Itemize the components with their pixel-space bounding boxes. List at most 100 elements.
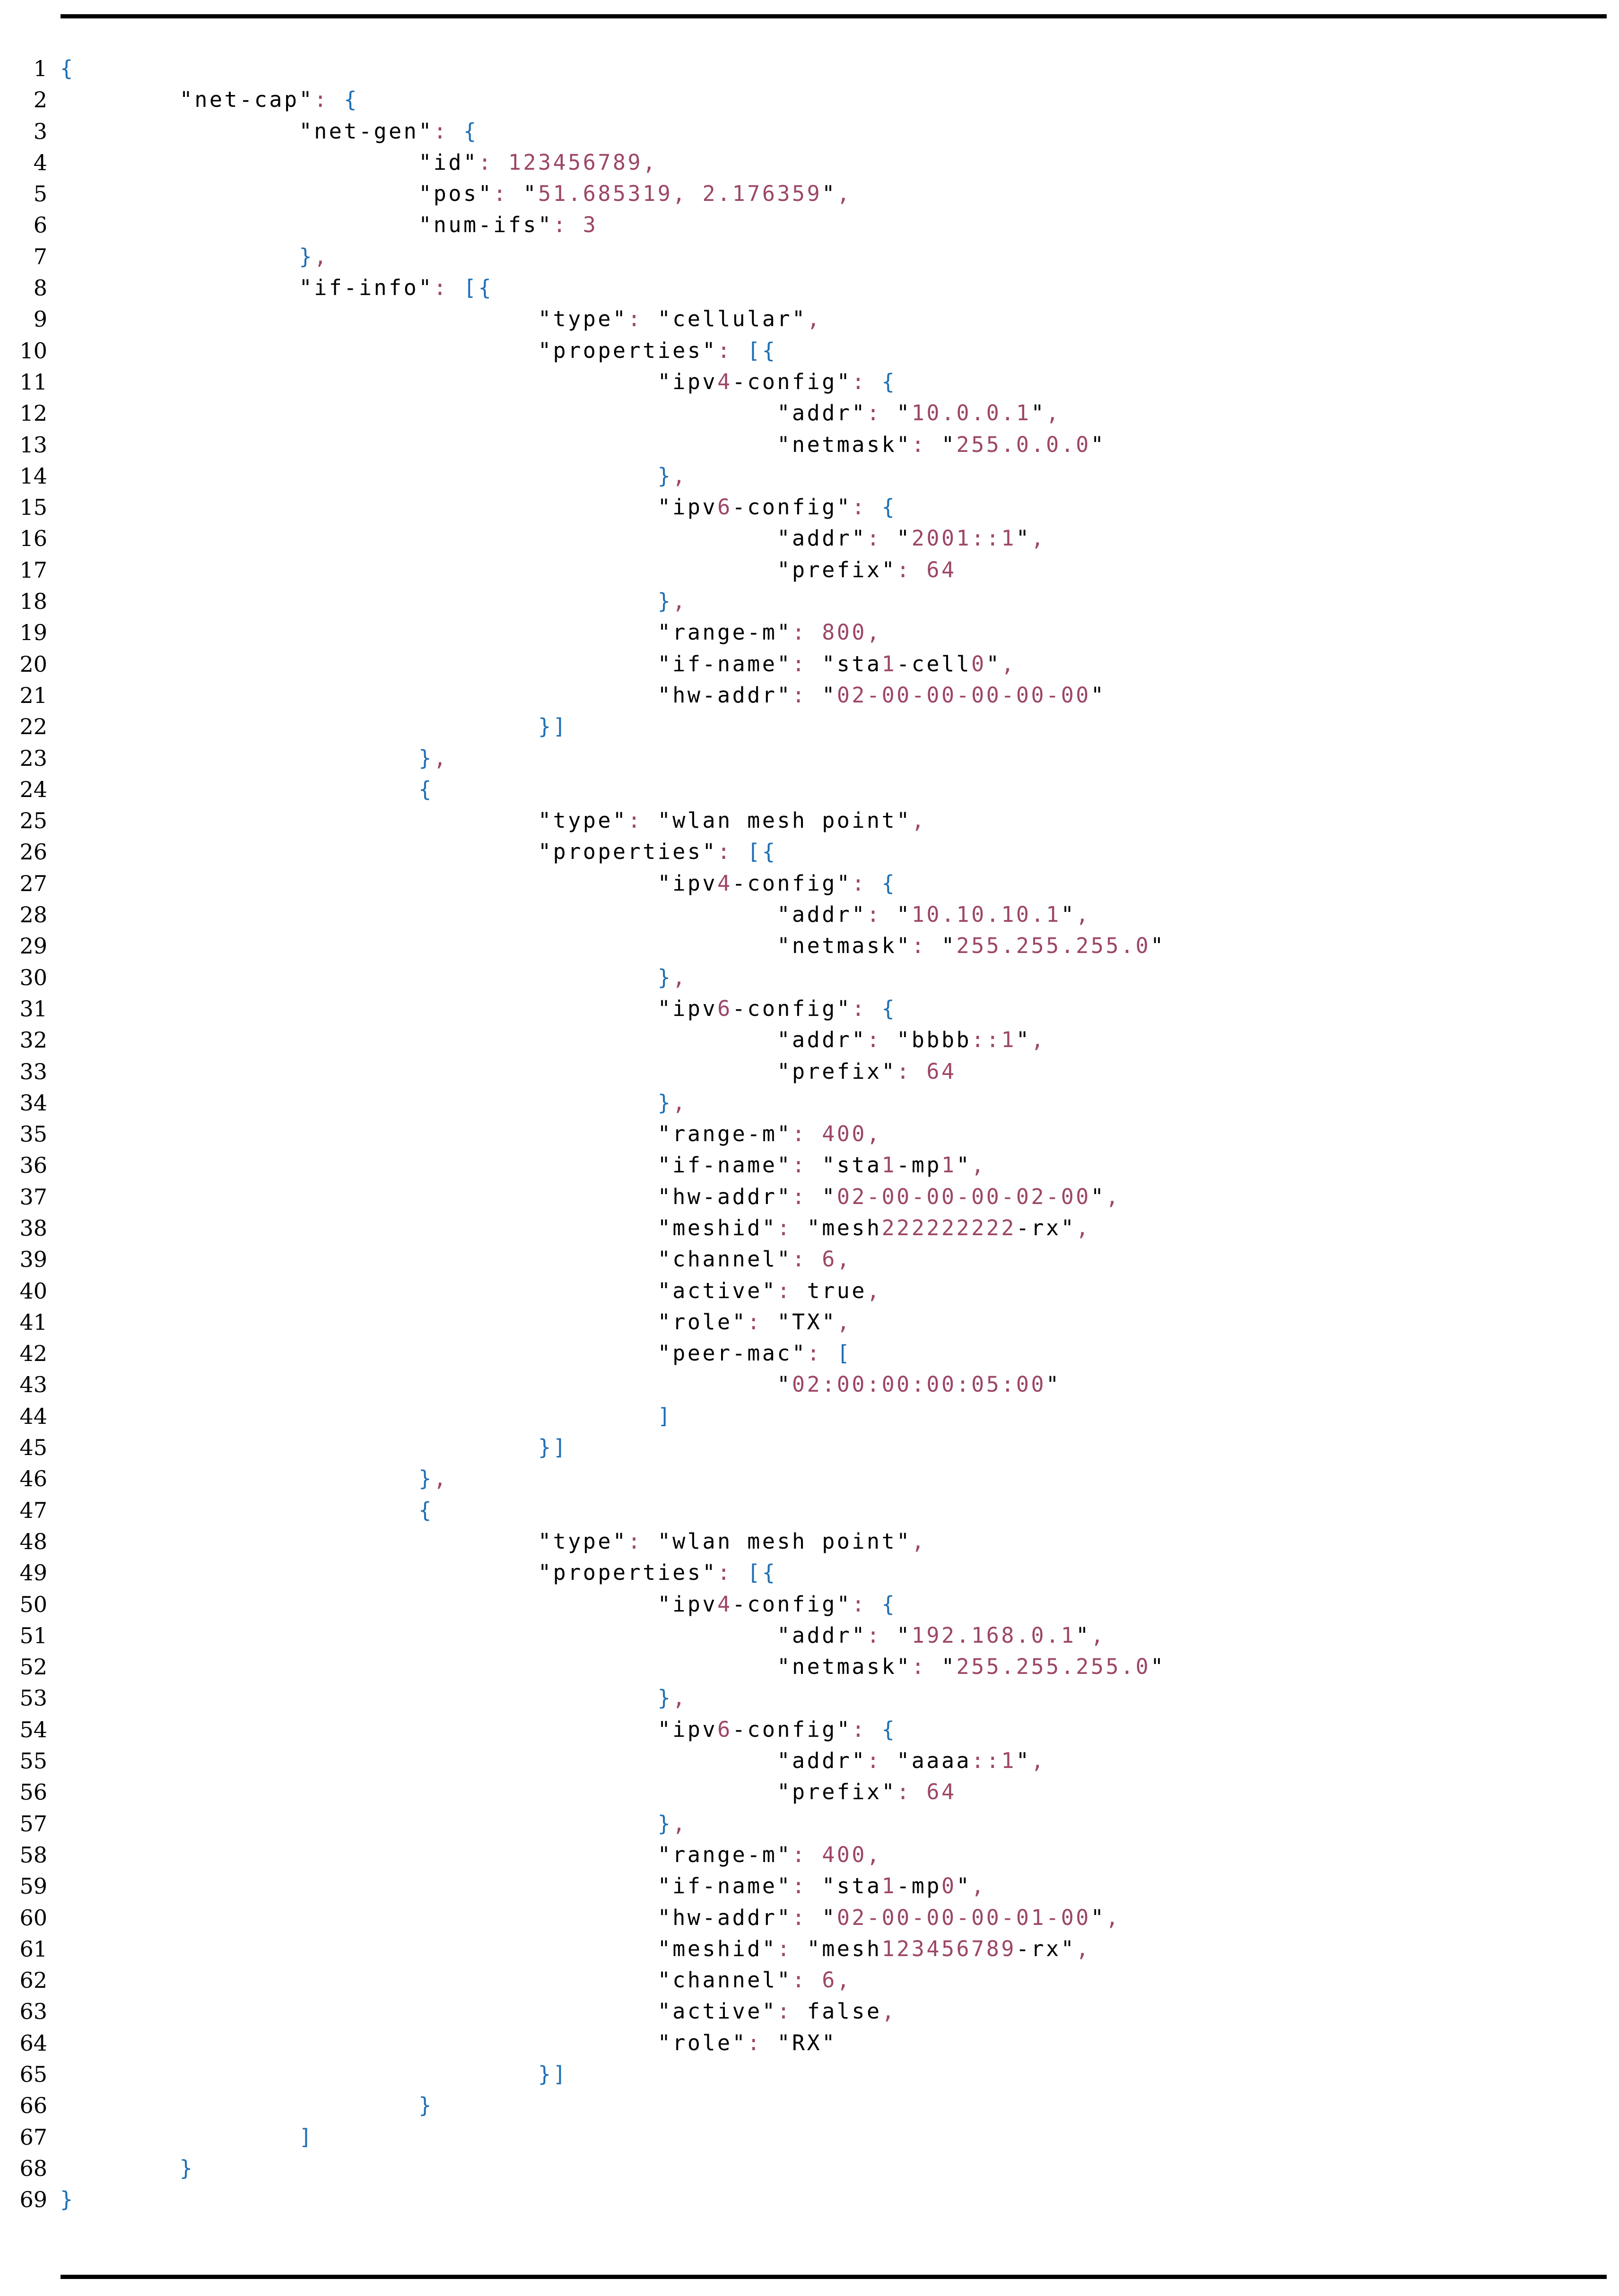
line-number: 18: [19, 589, 47, 615]
code-token: : 64: [897, 557, 957, 582]
line-number: 48: [19, 1528, 47, 1554]
code-token: "active": [60, 1278, 777, 1303]
code-token: 02-00-00-00-02-00: [836, 1184, 1091, 1209]
line-number: 36: [19, 1152, 47, 1178]
line-number: 12: [19, 400, 47, 426]
line-number: 20: [19, 651, 47, 677]
code-token: }: [60, 463, 673, 488]
code-token: }: [60, 2093, 434, 2118]
code-text: "type": "cellular",: [60, 303, 822, 335]
code-token: 02:00:00:00:05:00: [792, 1372, 1046, 1397]
code-token: "cellular": [657, 306, 807, 332]
code-line: 10 "properties": [{: [0, 334, 1619, 365]
code-text: "net-gen": {: [60, 116, 479, 147]
code-token: ,: [1105, 1184, 1121, 1209]
code-token: :: [792, 1873, 822, 1899]
code-line: 69}: [0, 2183, 1619, 2214]
code-token: }: [60, 2155, 195, 2181]
code-token: [{: [747, 839, 777, 865]
code-token: "hw-addr": [60, 1184, 792, 1209]
line-number: 14: [19, 463, 47, 489]
code-token: ": [1046, 1372, 1061, 1397]
code-token: 192.168.0.1: [911, 1622, 1076, 1648]
code-token: "mesh: [807, 1936, 882, 1961]
code-token: "channel": [60, 1967, 792, 1993]
code-token: : 6,: [792, 1967, 852, 1993]
code-token: 255.0.0.0: [956, 432, 1091, 457]
code-token: ": [1150, 933, 1166, 959]
code-token: "net-cap": [60, 87, 314, 113]
code-token: [{: [747, 338, 777, 363]
line-number: 30: [19, 964, 47, 990]
code-token: 6: [717, 1716, 732, 1742]
code-token: "if-info": [60, 275, 434, 301]
line-number: 3: [33, 118, 47, 144]
code-token: 0: [941, 1873, 957, 1899]
code-token: ,: [433, 745, 449, 771]
code-line: 42 "peer-mac": [: [0, 1337, 1619, 1368]
code-token: -mp: [897, 1873, 941, 1899]
code-token: "ipv: [60, 494, 718, 520]
code-text: "num-ifs": 3: [60, 209, 598, 241]
line-number: 64: [19, 2030, 47, 2056]
code-token: ,: [1001, 651, 1016, 676]
code-text: "ipv6-config": {: [60, 492, 897, 523]
code-line: 52 "netmask": "255.255.255.0": [0, 1650, 1619, 1681]
code-token: "type": [60, 1528, 628, 1554]
line-number: 45: [19, 1435, 47, 1461]
code-line: 20 "if-name": "sta1-cell0",: [0, 648, 1619, 679]
code-token: :: [866, 902, 897, 927]
line-number: 23: [19, 745, 47, 771]
code-token: :: [866, 1027, 897, 1053]
code-token: :: [866, 1748, 897, 1774]
code-line: 23 },: [0, 742, 1619, 773]
code-line: 1{: [0, 52, 1619, 83]
code-text: "netmask": "255.0.0.0": [60, 429, 1105, 460]
code-token: :: [911, 1654, 941, 1680]
code-line: 12 "addr": "10.0.0.1",: [0, 397, 1619, 428]
code-token: 255.255.255.0: [956, 1654, 1151, 1680]
code-text: "if-name": "sta1-mp1",: [60, 1150, 986, 1181]
code-token: ,: [1090, 1622, 1106, 1648]
code-text: "meshid": "mesh222222222-rx",: [60, 1213, 1091, 1244]
code-token: 1: [881, 1152, 897, 1178]
code-text: },: [60, 1808, 688, 1839]
code-token: ,: [314, 243, 329, 269]
line-number: 27: [19, 870, 47, 896]
code-line: 54 "ipv6-config": {: [0, 1713, 1619, 1744]
code-token: }: [60, 964, 673, 990]
code-token: :: [852, 996, 882, 1021]
code-token: 4: [717, 870, 732, 896]
code-token: :: [852, 1716, 882, 1742]
code-text: "net-cap": {: [60, 84, 359, 115]
code-token: "aaaa: [897, 1748, 972, 1774]
code-text: {: [60, 1495, 434, 1526]
code-text: "type": "wlan mesh point",: [60, 805, 926, 836]
code-token: [: [836, 1341, 852, 1366]
code-token: "id": [60, 149, 479, 175]
code-text: "addr": "10.0.0.1",: [60, 398, 1061, 429]
code-token: :: [792, 1152, 822, 1178]
code-token: ,: [881, 1999, 897, 2024]
code-token: ,: [433, 1466, 449, 1491]
line-number: 19: [19, 620, 47, 646]
code-token: "TX": [777, 1309, 837, 1334]
code-token: {: [881, 494, 897, 520]
line-number: 35: [19, 1121, 47, 1147]
code-token: -cell: [897, 651, 972, 676]
code-token: "bbbb: [897, 1027, 972, 1053]
code-token: :: [747, 1309, 777, 1334]
code-token: ,: [1076, 1215, 1091, 1240]
code-line: 19 "range-m": 800,: [0, 616, 1619, 647]
code-token: :: [627, 306, 658, 332]
code-line: 62 "channel": 6,: [0, 1964, 1619, 1995]
code-token: [{: [747, 1560, 777, 1586]
line-number: 40: [19, 1278, 47, 1304]
code-token: ": [897, 526, 912, 551]
code-token: : 3: [553, 212, 598, 238]
code-token: :: [777, 1215, 807, 1240]
code-token: {: [344, 87, 359, 113]
code-token: -config": [732, 1591, 852, 1617]
code-token: ": [822, 181, 837, 207]
code-token: ,: [836, 1309, 852, 1334]
